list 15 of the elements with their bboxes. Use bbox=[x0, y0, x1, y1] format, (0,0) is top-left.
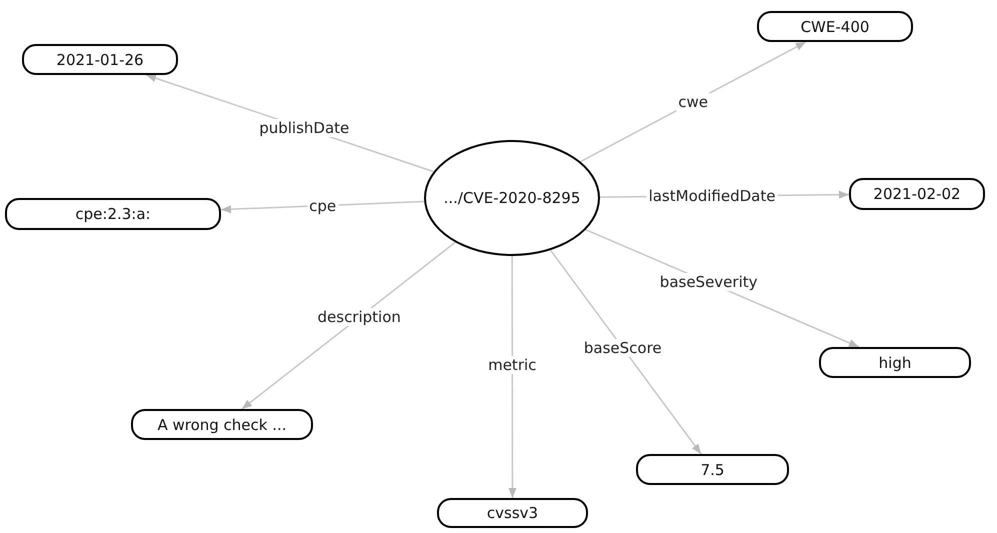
literal-node: 2021-02-02 bbox=[849, 178, 985, 210]
literal-node: 7.5 bbox=[636, 454, 789, 485]
literal-node: cvssv3 bbox=[437, 498, 588, 528]
arrow bbox=[550, 250, 702, 454]
literal-node: CWE-400 bbox=[757, 11, 913, 42]
arrow bbox=[241, 242, 456, 410]
resource-ellipse: .../CVE-2020-8295 bbox=[424, 140, 600, 256]
literal-node: high bbox=[819, 347, 971, 378]
literal-node: A wrong check ... bbox=[131, 409, 313, 440]
literal-node: 2021-01-26 bbox=[22, 44, 178, 75]
edge-label: cwe bbox=[676, 92, 710, 111]
literal-node: cpe:2.3:a: bbox=[5, 198, 221, 230]
arrow bbox=[508, 256, 516, 498]
edge-label: description bbox=[316, 308, 403, 326]
edge-label: metric bbox=[486, 356, 538, 374]
